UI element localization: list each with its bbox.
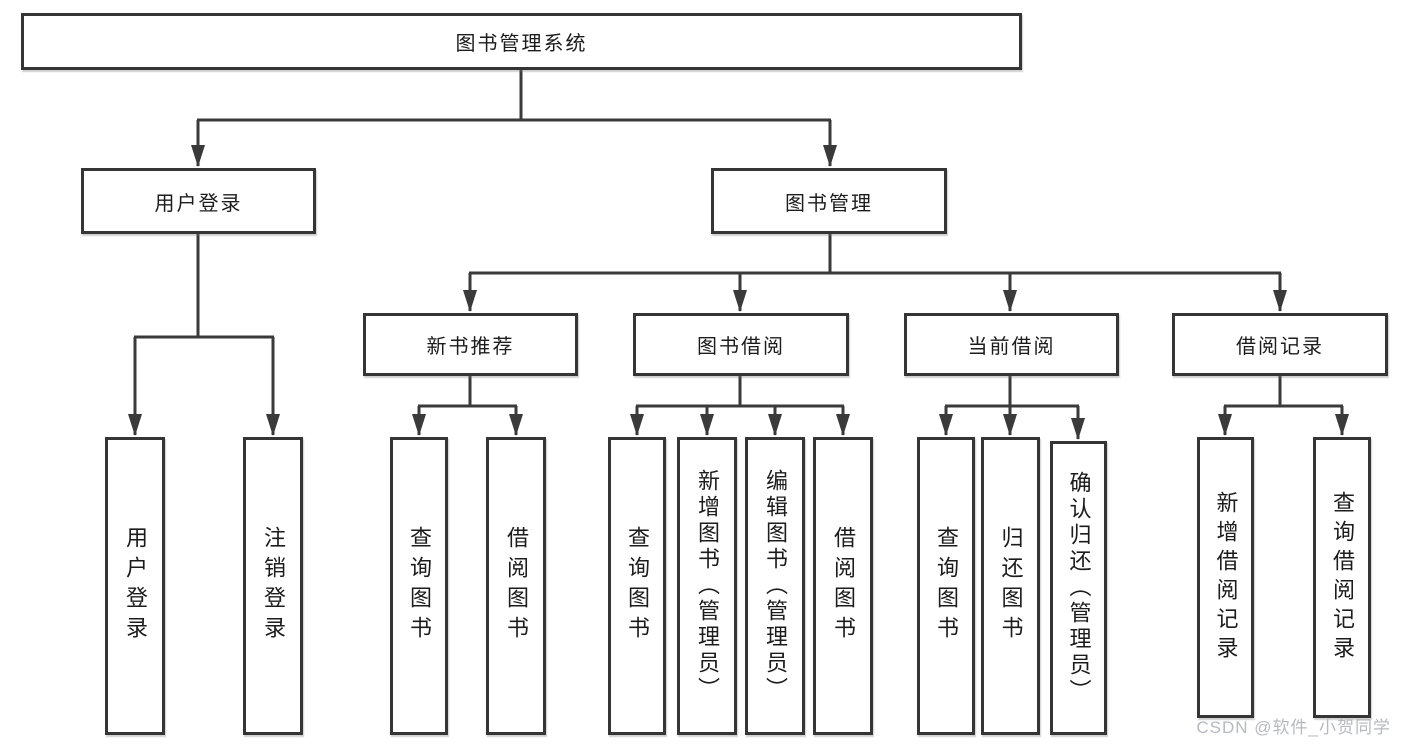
node-borrowing-records-label: 借阅记录 (1236, 336, 1324, 358)
csdn-watermark: CSDN @软件_小贺同学 (1196, 718, 1391, 737)
leaf-borrow-edit-books-admin: 编辑图书（管理员） (745, 437, 805, 735)
leaf-newbook-query-books-label: 查询图书 (407, 526, 432, 646)
root-node-label: 图书管理系统 (455, 33, 588, 55)
node-borrowing-records: 借阅记录 (1172, 313, 1388, 376)
leaf-current-confirm-return-admin-label: 确认归还（管理员） (1066, 471, 1092, 705)
node-new-book-recommendation: 新书推荐 (363, 313, 578, 376)
node-book-management-label: 图书管理 (785, 192, 873, 215)
leaf-logout-login: 注销登录 (243, 437, 303, 735)
leaf-borrow-query-books: 查询图书 (608, 437, 666, 735)
root-node-library-management-system: 图书管理系统 (21, 13, 1022, 70)
node-new-book-recommendation-label: 新书推荐 (426, 336, 515, 358)
node-user-login-label: 用户登录 (154, 192, 243, 215)
node-book-management: 图书管理 (711, 168, 947, 234)
node-current-borrowing: 当前借阅 (904, 313, 1119, 376)
leaf-records-query-borrow-record: 查询借阅记录 (1313, 437, 1371, 718)
leaf-current-query-books-label: 查询图书 (934, 526, 959, 646)
leaf-records-add-borrow-record-label: 新增借阅记录 (1213, 490, 1239, 665)
leaf-borrow-add-books-admin-label: 新增图书（管理员） (695, 469, 720, 703)
node-book-borrowing-label: 图书借阅 (697, 336, 785, 358)
leaf-current-query-books: 查询图书 (917, 437, 975, 735)
leaf-logout-login-label: 注销登录 (261, 526, 286, 646)
leaf-borrow-borrow-books: 借阅图书 (813, 437, 873, 735)
leaf-newbook-borrow-books-label: 借阅图书 (504, 526, 529, 646)
leaf-records-add-borrow-record: 新增借阅记录 (1197, 437, 1254, 718)
node-current-borrowing-label: 当前借阅 (967, 336, 1056, 358)
leaf-records-query-borrow-record-label: 查询借阅记录 (1330, 490, 1355, 665)
leaf-current-confirm-return-admin: 确认归还（管理员） (1050, 441, 1107, 735)
leaf-current-return-books-label: 归还图书 (998, 526, 1024, 646)
node-book-borrowing: 图书借阅 (633, 313, 849, 376)
leaf-borrow-query-books-label: 查询图书 (625, 526, 650, 646)
leaf-user-login: 用户登录 (105, 437, 165, 735)
leaf-newbook-query-books: 查询图书 (390, 437, 448, 735)
leaf-newbook-borrow-books: 借阅图书 (486, 437, 546, 735)
leaf-user-login-label: 用户登录 (123, 526, 148, 646)
leaf-borrow-add-books-admin: 新增图书（管理员） (677, 437, 737, 735)
leaf-borrow-edit-books-admin-label: 编辑图书（管理员） (763, 469, 788, 703)
leaf-current-return-books: 归还图书 (981, 437, 1040, 735)
node-user-login: 用户登录 (81, 168, 316, 234)
leaf-borrow-borrow-books-label: 借阅图书 (831, 526, 856, 646)
